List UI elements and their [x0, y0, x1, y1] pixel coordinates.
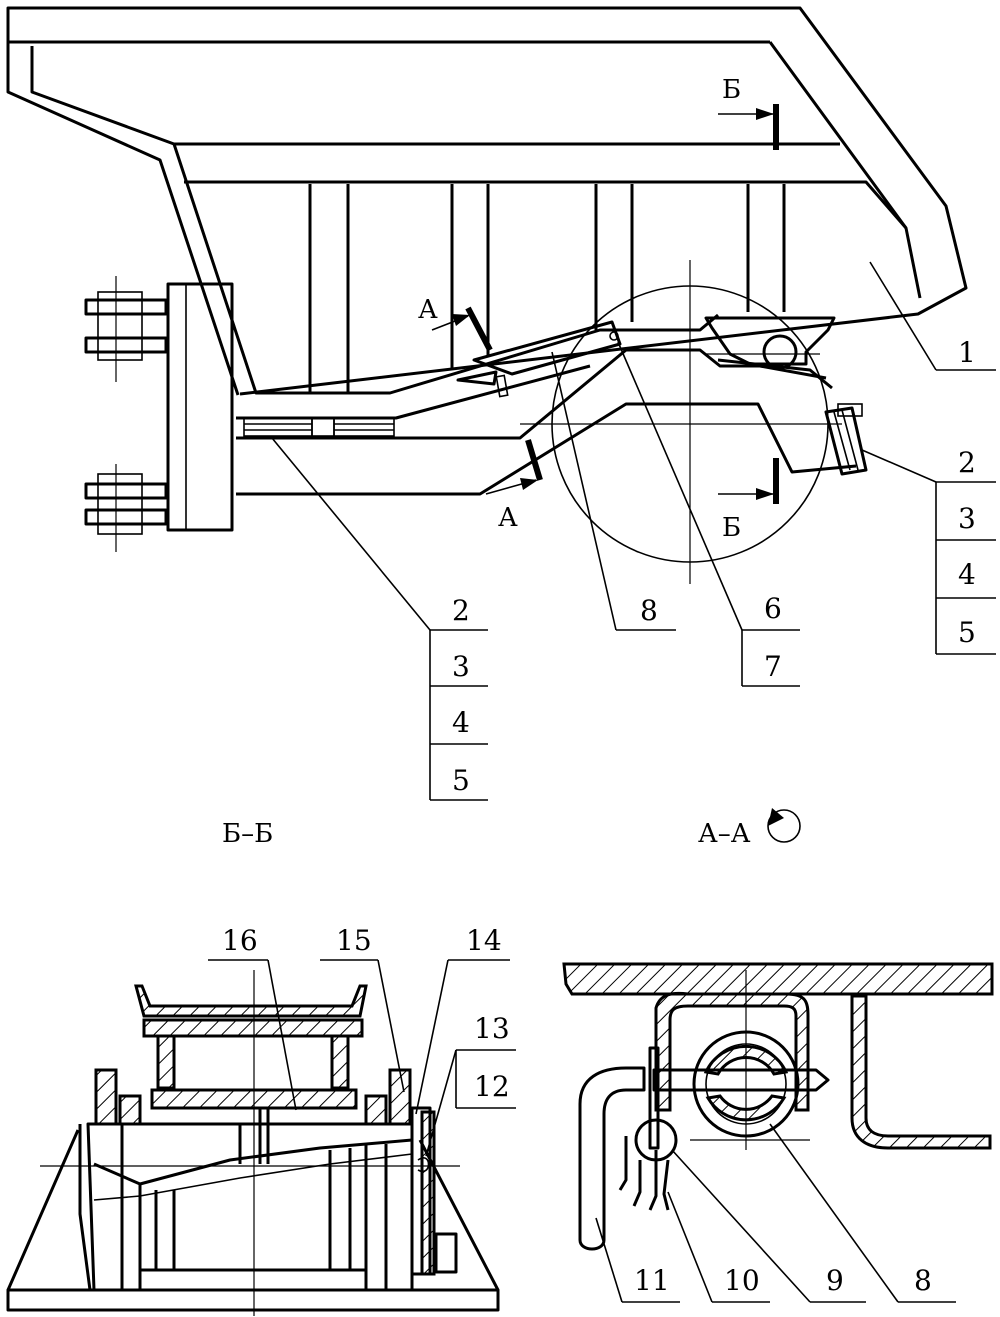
- svg-text:14: 14: [466, 924, 502, 957]
- section-aa: А–А 11: [562, 808, 994, 1303]
- svg-text:2: 2: [452, 594, 470, 627]
- dump-body-outline: [6, 6, 968, 396]
- svg-text:3: 3: [958, 502, 976, 535]
- leaders-aa: 11 10 9 8: [595, 1123, 956, 1303]
- leader-stack-right: 2 3 4 5: [861, 446, 996, 655]
- rotated-view-icon: [767, 808, 801, 843]
- main-view: Б Б А А 1 2 3 4 5: [6, 6, 996, 801]
- cut-label-b-upper: Б: [722, 75, 741, 105]
- cut-label-a-lower: А: [498, 503, 518, 533]
- leader-stack-left: 2 3 4 5: [271, 437, 488, 801]
- svg-text:6: 6: [764, 592, 782, 625]
- cut-mark-b-lower: [718, 458, 779, 504]
- svg-text:3: 3: [452, 650, 470, 683]
- hinge-bracket: [704, 316, 836, 390]
- svg-text:5: 5: [452, 764, 470, 797]
- svg-text:7: 7: [764, 650, 782, 683]
- pad-stack-right: [824, 403, 868, 476]
- svg-text:1: 1: [958, 336, 976, 369]
- tie-rod: [456, 320, 622, 398]
- leader-part-8-main: 8: [551, 351, 676, 631]
- svg-text:4: 4: [452, 706, 470, 739]
- leaders-bb: 16 15 14 13 12: [208, 924, 516, 1157]
- body-ribs: [308, 184, 786, 393]
- svg-text:5: 5: [958, 616, 976, 649]
- leader-parts-6-7: 6 7: [617, 341, 800, 687]
- section-bb: Б–Б: [6, 819, 516, 1316]
- svg-text:16: 16: [222, 924, 258, 957]
- svg-text:4: 4: [958, 558, 976, 591]
- cut-label-b-lower: Б: [722, 513, 741, 543]
- svg-text:13: 13: [474, 1012, 510, 1045]
- leader-part-1: 1: [869, 261, 996, 371]
- svg-text:12: 12: [474, 1070, 510, 1103]
- front-flange: [84, 276, 234, 552]
- cut-label-a-upper: А: [418, 295, 438, 325]
- cut-mark-b-upper: [718, 104, 779, 150]
- svg-text:11: 11: [634, 1264, 670, 1297]
- pad-stack-left: [243, 417, 395, 437]
- svg-text:2: 2: [958, 446, 976, 479]
- svg-text:15: 15: [336, 924, 372, 957]
- svg-text:8: 8: [914, 1264, 932, 1297]
- section-aa-title: А–А: [698, 819, 751, 849]
- svg-text:9: 9: [826, 1264, 844, 1297]
- cut-mark-a-upper: [431, 306, 493, 352]
- svg-text:10: 10: [724, 1264, 760, 1297]
- cut-mark-a-lower: [485, 439, 543, 495]
- section-bb-title: Б–Б: [222, 819, 273, 849]
- svg-text:8: 8: [640, 594, 658, 627]
